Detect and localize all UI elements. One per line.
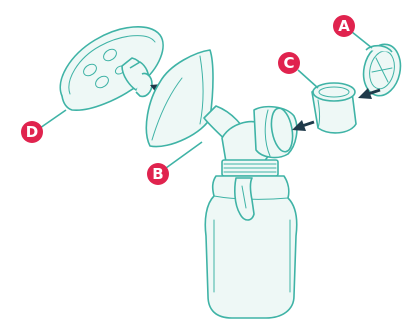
- bottle: [204, 175, 298, 319]
- leader-b: [165, 141, 203, 169]
- badge-d: D: [21, 121, 43, 143]
- arrow-to-part-c: [358, 88, 381, 99]
- leader-a: [351, 31, 373, 49]
- leader-c: [297, 69, 319, 89]
- arrow-to-pump-port: [292, 120, 315, 131]
- part-a-membrane: [362, 43, 402, 97]
- badge-a-label: A: [338, 17, 350, 35]
- badge-d-label: D: [26, 123, 38, 141]
- part-c-valve-cap: [311, 82, 357, 134]
- badge-c: C: [278, 52, 300, 74]
- leader-d: [39, 109, 67, 129]
- badge-b-label: B: [152, 165, 163, 183]
- badge-b: B: [147, 163, 169, 185]
- badge-a: A: [333, 15, 355, 37]
- part-b-pump-body: [145, 49, 298, 177]
- part-d-silicone-insert: [59, 25, 164, 111]
- badge-c-label: C: [283, 54, 294, 72]
